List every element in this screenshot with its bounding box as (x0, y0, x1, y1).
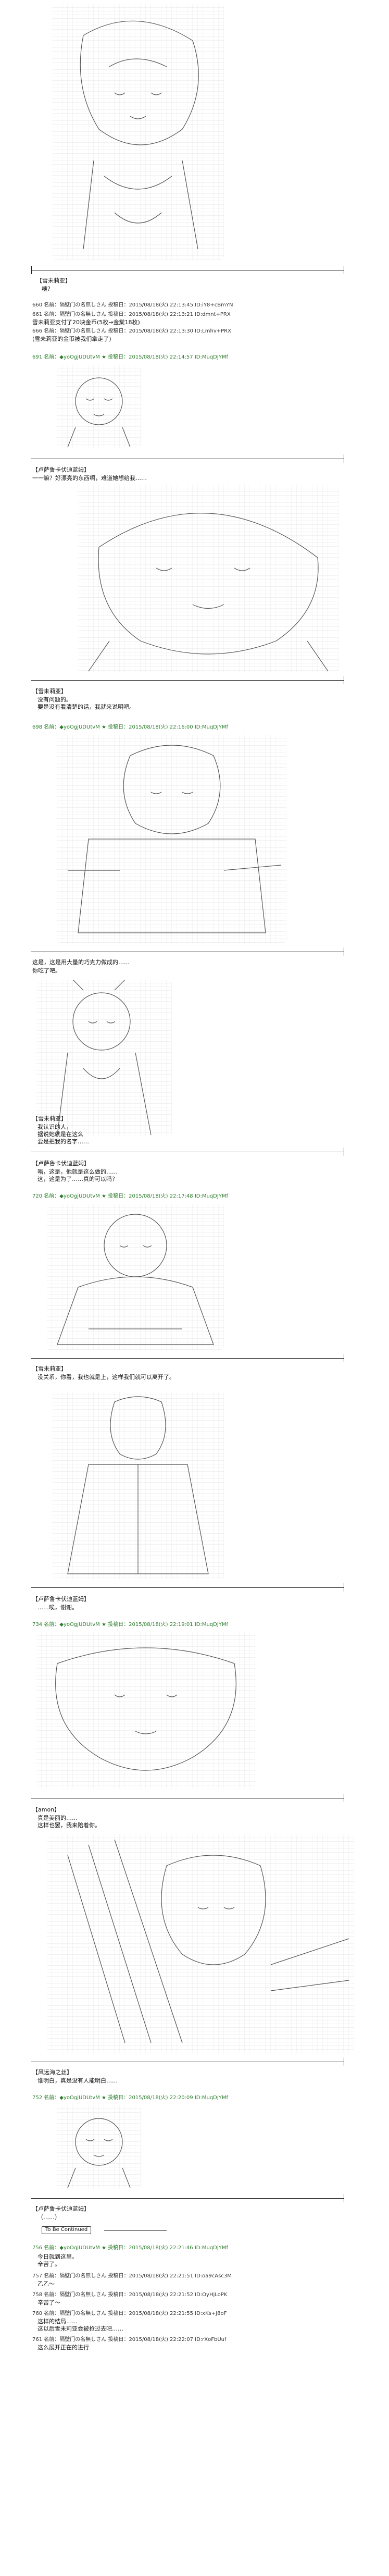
speaker-label: 【雪未莉亚】 (32, 1115, 67, 1122)
speaker-label: 【雪未莉亚】 (36, 277, 71, 284)
post-header: 757 名前：隔壁门の名無しさん 投稿日：2015/08/18(火) 22:21… (32, 2273, 232, 2279)
dialogue-line: 咦？ (42, 286, 53, 292)
dialogue-line: 据说她就是在这么 (37, 1131, 83, 1138)
dialogue-line: 唔，这是，他就是这么做的…… (37, 1168, 118, 1175)
post-body: 今日就到这里。 (37, 2253, 78, 2260)
ascii-art-scene-10 (57, 2105, 141, 2189)
divider (31, 1358, 344, 1359)
post-header: 760 名前：隔壁门の名無しさん 投稿日：2015/08/18(火) 22:21… (32, 2311, 227, 2316)
divider (31, 1587, 344, 1588)
post-body: 乙乙～ (37, 2281, 55, 2287)
to-be-continued-banner: To Be Continued (42, 2226, 92, 2234)
speaker-label: 【卢萨鲁卡伏迪蓝姆】 (32, 1596, 90, 1603)
ascii-art-scene-3 (78, 485, 338, 672)
post-header: 758 名前：隔壁门の名無しさん 投稿日：2015/08/18(火) 22:21… (32, 2292, 228, 2298)
post-header: 661 名前：隔壁门の名無しさん 投稿日：2015/08/18(火) 22:13… (32, 312, 231, 317)
speaker-label: 【卢萨鲁卡伏迪蓝姆】 (32, 2205, 90, 2212)
ascii-art-figure (68, 745, 282, 933)
dialogue-line: 要是把我的名字…… (37, 1138, 89, 1145)
post-body: 雪未莉亚支付了20块金币(5枚→金棠18枚) (32, 319, 140, 326)
dialogue-line: 没有问题的。 (37, 696, 72, 703)
post-header-author: 734 名前：◆yoOgjUDUtvM ★ 投稿日：2015/08/18(火) … (32, 1622, 229, 1628)
speaker-label: 【风远海之丝】 (32, 2069, 72, 2076)
ascii-art-figure (67, 2118, 131, 2188)
ascii-art-figure (80, 20, 199, 250)
dialogue-line: 你吃了吧。 (32, 967, 61, 974)
dialogue-line: 没关系，你看，我也就是上，这样我们就可以离开了。 (37, 1374, 175, 1381)
ascii-art-figure (67, 377, 131, 448)
speaker-label: 【雪未莉亚】 (32, 1365, 67, 1372)
ascii-art-scene-2 (57, 365, 141, 448)
dialogue-line: 谁明白，真是没有人能明白…… (37, 2077, 118, 2084)
dialogue-line: （……） (37, 2214, 60, 2221)
ascii-art-scene-1 (52, 4, 224, 260)
post-body: 这么展开正在的进行 (37, 2344, 89, 2351)
dialogue-line: 这是，这是用大量的巧克力做成的…… (32, 959, 130, 966)
dialogue-line: 我认识的人， (37, 1124, 72, 1130)
dialogue-line: 要是没有看清楚的话，我就来说明吧。 (37, 704, 135, 710)
tbc-arrow-line (104, 2230, 167, 2231)
speaker-label: 【卢萨鲁卡伏迪蓝姆】 (32, 466, 90, 473)
post-body: 这以后雪未莉亚会被抢过去吧…… (37, 2325, 123, 2332)
post-header-author: 720 名前：◆yoOgjUDUtvM ★ 投稿日：2015/08/18(火) … (32, 1193, 229, 1199)
ascii-art-scene-4 (57, 735, 286, 943)
post-header-author: 752 名前：◆yoOgjUDUtvM ★ 投稿日：2015/08/18(火) … (32, 2095, 229, 2101)
dialogue-line: 一一嘛？好漂亮的东西啊，难道她想给我…… (32, 475, 147, 482)
post-header: 666 名前：隔壁门の名無しさん 投稿日：2015/08/18(火) 22:13… (32, 328, 231, 334)
ascii-art-scene-5 (36, 980, 172, 1136)
post-header-author: 691 名前：◆yoOgjUDUtvM ★ 投稿日：2015/08/18(火) … (32, 354, 229, 360)
ascii-art-figure (88, 513, 329, 672)
post-body: 这样的结局…… (37, 2318, 78, 2325)
post-body: 辛苦了～ (37, 2299, 60, 2306)
ascii-art-figure (57, 1214, 214, 1345)
ascii-art-figure (57, 980, 152, 1136)
dialogue-line: ……唉，谢谢。 (37, 1604, 78, 1611)
speaker-label: 【雪未莉亚】 (32, 688, 67, 695)
speaker-label: 【卢萨鲁卡伏迪蓝姆】 (32, 1160, 90, 1167)
speaker-label: 【amon】 (32, 1806, 60, 1813)
post-header: 660 名前：隔壁门の名無しさん 投稿日：2015/08/18(火) 22:13… (32, 302, 233, 308)
post-header-author: 756 名前：◆yoOgjUDUtvM ★ 投稿日：2015/08/18(火) … (32, 2245, 229, 2251)
post-body: 辛苦了。 (37, 2261, 60, 2267)
ascii-art-scene-7 (52, 1391, 224, 1579)
dialogue-line: 这，这是为了……真的可以吗？ (37, 1176, 118, 1182)
dialogue-line: 真是美丽的…… (37, 1815, 78, 1821)
divider-tick (31, 266, 32, 274)
post-body: (雪未莉亚的金币被我们拿走了) (32, 336, 111, 342)
ascii-art-scene-6 (47, 1204, 224, 1350)
post-header-author: 698 名前：◆yoOgjUDUtvM ★ 投稿日：2015/08/18(火) … (32, 724, 229, 730)
ascii-art-figure (55, 1647, 236, 1771)
ascii-art-scene-8 (36, 1632, 255, 1789)
post-header: 761 名前：隔壁门の名無しさん 投稿日：2015/08/18(火) 22:22… (32, 2337, 227, 2343)
ascii-art-figure (67, 1396, 209, 1574)
divider (31, 2198, 344, 2199)
divider (31, 680, 344, 681)
ascii-art-figure (67, 1839, 349, 2043)
dialogue-line: 这样也罢，我来陪着你。 (37, 1822, 101, 1829)
ascii-art-scene-9 (47, 1834, 354, 2053)
